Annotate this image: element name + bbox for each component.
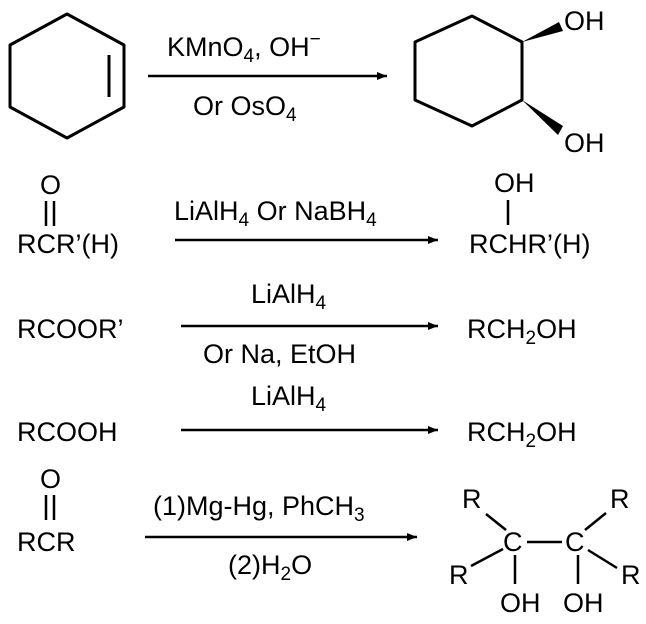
carbon-atom-left: C: [503, 527, 523, 557]
hydroxyl-label-left: OH: [500, 588, 541, 618]
reactant-formula: RCR: [17, 527, 76, 557]
reaction-dihydroxylation: KMnO4, OH− Or OsO4 OH OH: [8, 6, 605, 158]
cyclohexene-ring: [8, 12, 126, 140]
reagent-top: LiAlH4: [251, 381, 327, 416]
carbonyl-oxygen-label: O: [40, 170, 61, 200]
reagent-top: KMnO4, OH−: [167, 29, 321, 67]
bond-r-top-right: [584, 512, 607, 531]
product-formula: RCH2OH: [467, 314, 577, 349]
reactant-formula: RCR’(H): [17, 229, 119, 259]
substituent-r-top-right: R: [610, 484, 630, 514]
hydroxyl-label-right: OH: [563, 588, 604, 618]
reactant-formula: RCOOR’: [17, 314, 124, 344]
substituent-r-bottom-right: R: [621, 560, 641, 590]
reagent-top: LiAlH4: [251, 279, 327, 314]
bond-r-bottom-right: [587, 548, 618, 570]
bond-r-bottom-left: [470, 547, 504, 568]
wedge-bond-top: [522, 22, 563, 42]
reaction-pinacol-coupling: O RCR (1)Mg-Hg, PhCH3 (2)H2O R R R R C C…: [17, 464, 641, 618]
product-hydroxyl-label: OH: [494, 168, 535, 198]
bond-r-top-left: [485, 513, 507, 531]
hydroxyl-label-top: OH: [564, 6, 605, 36]
hydroxyl-label-bottom: OH: [564, 128, 605, 158]
wedge-bond-bottom: [522, 100, 563, 135]
reaction-carbonyl-reduction: O RCR’(H) LiAlH4 Or NaBH4 OH RCHR’(H): [17, 168, 590, 259]
reagent-bottom: (2)H2O: [228, 550, 312, 585]
reagent-bottom: Or Na, EtOH: [203, 339, 356, 369]
reaction-ester-reduction: RCOOR’ LiAlH4 Or Na, EtOH RCH2OH: [17, 279, 577, 369]
carbon-atom-right: C: [565, 527, 585, 557]
reactant-formula: RCOOH: [17, 417, 118, 447]
reaction-acid-reduction: RCOOH LiAlH4 RCH2OH: [17, 381, 577, 452]
cyclohexanediol-ring: [413, 14, 524, 128]
reagent-bottom: Or OsO4: [193, 91, 297, 126]
reagent-top: (1)Mg-Hg, PhCH3: [153, 491, 365, 526]
carbonyl-oxygen-label: O: [40, 464, 61, 494]
substituent-r-top-left: R: [462, 484, 482, 514]
product-formula: RCH2OH: [467, 417, 577, 452]
reagent-top: LiAlH4 Or NaBH4: [174, 196, 377, 231]
substituent-r-bottom-left: R: [449, 560, 469, 590]
product-formula: RCHR’(H): [469, 229, 590, 259]
